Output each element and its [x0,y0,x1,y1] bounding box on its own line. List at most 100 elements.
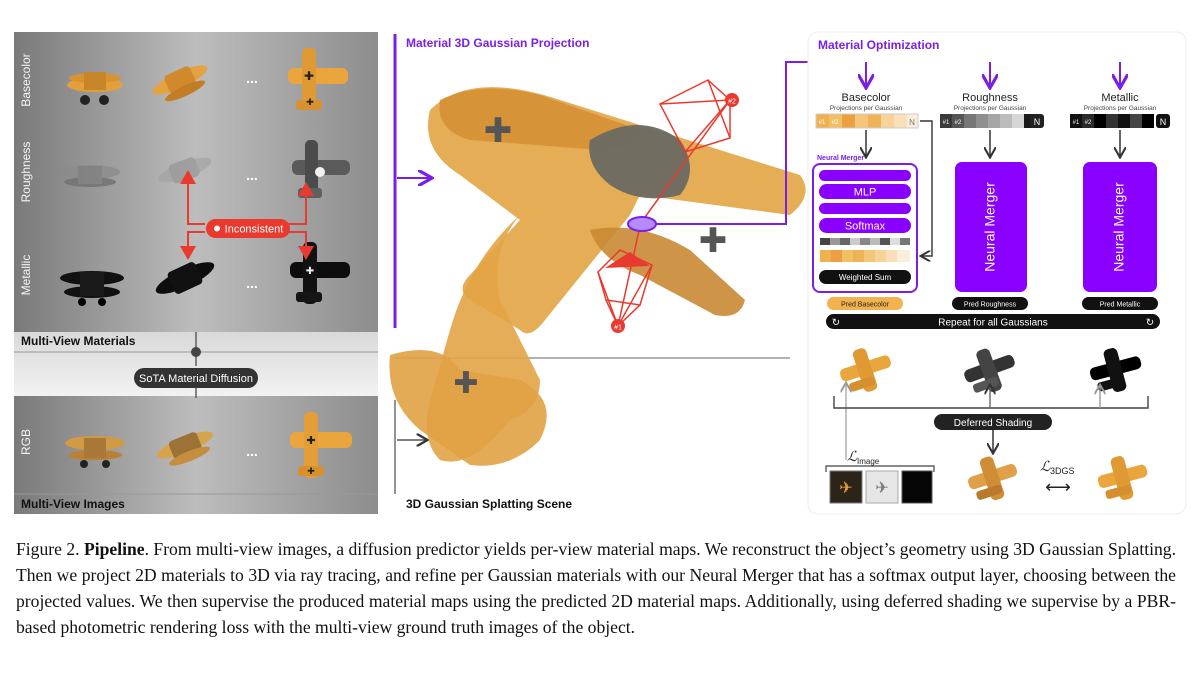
softmax-weights-strip [820,238,910,245]
svg-text:✚: ✚ [699,222,728,260]
merger-title: Neural Merger [817,155,864,162]
inconsistent-badge [206,219,290,238]
ellipsis-metallic: ... [246,275,258,291]
merger-basecolor-strip [820,250,910,262]
ellipsis-roughness: ... [246,167,258,183]
multi-view-images-label: Multi-View Images [21,497,125,511]
col-metallic-sub: Projections per Gaussian [1084,105,1157,112]
svg-text:✚: ✚ [306,266,314,277]
col-roughness-name: Roughness [962,92,1018,104]
multi-view-materials-label: Multi-View Materials [21,334,136,348]
svg-text:✚: ✚ [484,112,513,150]
caption-body: . From multi-view images, a diffusion pr… [16,539,1176,637]
merger-metallic-label: Neural Merger [1111,182,1127,272]
neural-merger-metallic [1083,162,1157,292]
pred-metallic-label: Pred Metallic [1100,302,1141,309]
strip-feedback-arrow [920,120,933,256]
roughness-projection-strip [940,114,1044,128]
rgb-plane-2 [157,431,213,466]
pred-basecolor-label: Pred Basecolor [841,302,890,309]
right-title: Material Optimization [818,38,939,52]
figure-caption: Figure 2. Pipeline. From multi-view imag… [16,536,1176,640]
loss-image-symbol: ℒ [847,448,858,464]
deferred-bracket [833,396,1149,409]
loss-image-thumb-metallic [901,470,933,504]
camera-1-highlight [605,252,650,268]
r-proj-first: #1 [943,120,950,126]
deferred-shading-label: Deferred Shading [954,418,1032,429]
svg-text:✈: ✈ [875,480,888,497]
deferred-shading-badge [934,414,1052,430]
pred-roughness-badge [952,297,1028,310]
camera-2-frustum [639,78,731,225]
caption-figure-number: Figure 2. [16,539,80,559]
metallic-plane-1 [60,271,124,306]
loss-double-arrow-icon: ⟷ [1045,477,1071,497]
metallic-plane-2 [155,262,215,294]
gaussian-splat-biplane: ✚ ✚ ✚ [389,87,806,466]
shaded-render-plane [968,456,1018,501]
repeat-left-icon: ↻ [832,318,840,329]
basecolor-plane-2 [152,65,208,102]
pred-basecolor-badge [827,297,903,310]
m-proj-second: #2 [1085,120,1092,126]
weighted-sum-label: Weighted Sum [839,273,892,282]
col-metallic-name: Metallic [1101,92,1139,104]
col-basecolor-name: Basecolor [842,92,891,104]
col-basecolor-sub: Projections per Gaussian [830,105,903,112]
repeat-bar [826,314,1160,329]
basecolor-plane-1 [67,72,123,105]
ground-truth-plane [1097,456,1148,500]
row-label-roughness: Roughness [19,142,33,203]
camera-1-label: #1 [614,325,622,332]
metallic-projection-strip [1070,114,1170,128]
col-roughness-sub: Projections per Gaussian [954,105,1027,112]
diffusion-label: SoTA Material Diffusion [139,373,253,385]
badge-dot-icon [214,225,220,232]
softmax-block [819,218,911,233]
svg-text:✚: ✚ [307,466,315,476]
bc-proj-first: #1 [819,120,826,126]
row-label-rgb: RGB [19,429,33,455]
pred-roughness-label: Pred Roughness [964,302,1017,309]
row-label-basecolor: Basecolor [19,53,33,106]
basecolor-projection-strip [815,113,919,129]
svg-text:✚: ✚ [306,97,314,107]
svg-text:✚: ✚ [304,69,314,83]
mlp-label: MLP [854,187,877,199]
row-label-metallic: Metallic [19,255,33,296]
pipeline-figure: Basecolor Roughness Metallic RGB ✚ ✚ [14,31,1187,515]
camera-2-label: #2 [728,99,736,106]
svg-text:✚: ✚ [306,435,315,447]
softmax-label: Softmax [845,221,886,233]
roughness-plane-1 [60,165,120,187]
merger-roughness-label: Neural Merger [982,182,998,272]
basecolor-plane-3: ✚ ✚ [288,48,348,110]
r-proj-second: #2 [955,120,962,126]
ellipsis-rgb: ... [246,443,258,459]
r-proj-last: N [1034,117,1041,127]
render-basecolor-plane [840,348,891,392]
loss-3dgs-sub: 3DGS [1050,466,1075,476]
loss-image-sub: Image [857,457,880,466]
left-panel: Basecolor Roughness Metallic RGB ✚ ✚ [14,32,378,514]
caption-bold-title: Pipeline [83,539,145,559]
scene-label: 3D Gaussian Splatting Scene [406,497,572,511]
pred-metallic-badge [1082,297,1158,310]
loss-image-thumb-basecolor [829,470,863,504]
diffusion-badge [134,368,258,388]
m-proj-first: #1 [1073,120,1080,126]
weighted-sum-block [819,270,911,284]
camera-1-marker [611,319,625,333]
repeat-label: Repeat for all Gaussians [938,318,1048,329]
neural-merger-roughness [955,162,1027,292]
inconsistent-label: Inconsistent [225,224,284,236]
camera-2-marker [725,93,739,107]
bc-proj-last: N [909,118,915,127]
rgb-plane-1 [65,436,125,468]
mlp-block [819,184,911,199]
center-title: Material 3D Gaussian Projection [406,36,589,50]
loss-3dgs-symbol: ℒ [1040,458,1051,474]
selected-gaussian [627,216,657,232]
ellipsis-basecolor: ... [246,70,258,86]
